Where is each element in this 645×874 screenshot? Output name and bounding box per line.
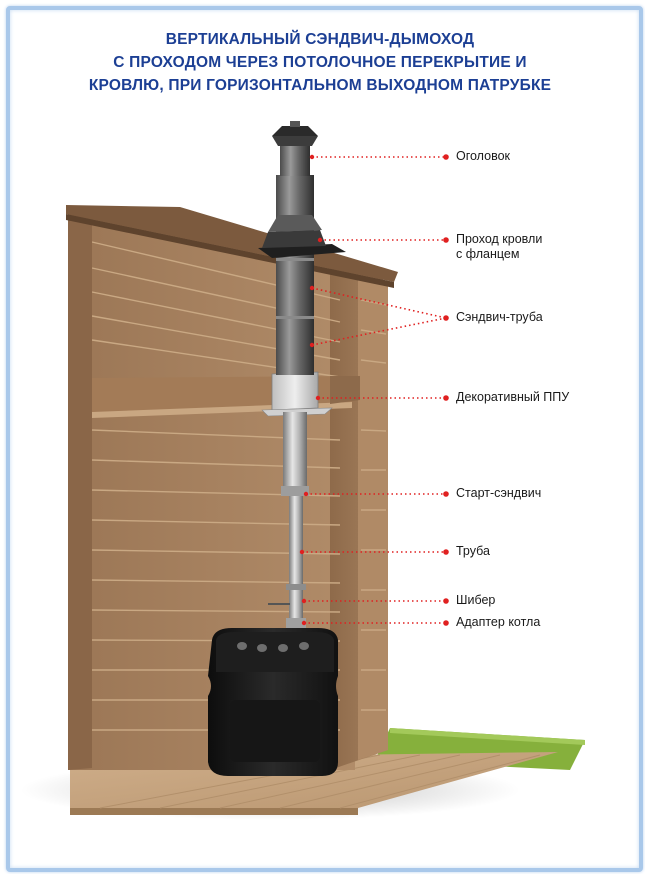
boiler-ports — [237, 642, 309, 652]
label-cap: Оголовок — [456, 149, 510, 163]
leader-dots — [299, 154, 449, 626]
start-sandwich — [283, 412, 307, 494]
sandwich-pipe-upper — [276, 175, 314, 375]
damper — [286, 584, 306, 590]
label-damper: Шибер — [456, 593, 496, 607]
title-line-2: С ПРОХОДОМ ЧЕРЕЗ ПОТОЛОЧНОЕ ПЕРЕКРЫТИЕ И — [113, 54, 527, 71]
title-line-1: ВЕРТИКАЛЬНЫЙ СЭНДВИЧ-ДЫМОХОД — [165, 31, 475, 48]
chimney-cap-hood — [272, 126, 318, 136]
label-roof-pass-line2: с фланцем — [456, 247, 520, 261]
label-boiler-adapter: Адаптер котла — [456, 615, 541, 629]
roof-slab — [66, 205, 398, 282]
label-pipe: Труба — [456, 544, 490, 558]
chimney-cap-pipe — [280, 142, 310, 176]
label-sandwich-pipe: Сэндвич-труба — [456, 310, 543, 324]
label-roof-pass-line1: Проход кровли — [456, 232, 543, 246]
boiler-adapter — [286, 618, 306, 628]
label-start-sandwich: Старт-сэндвич — [456, 486, 542, 500]
label-ceiling-unit: Декоративный ППУ — [456, 390, 570, 404]
ceiling-unit-box — [271, 371, 319, 411]
roof-flange — [258, 244, 346, 258]
leader-lines — [302, 156, 447, 624]
title-line-3: КРОВЛЮ, ПРИ ГОРИЗОНТАЛЬНОМ ВЫХОДНОМ ПАТР… — [88, 77, 552, 94]
diagram-title: ВЕРТИКАЛЬНЫЙ СЭНДВИЧ-ДЫМОХОД С ПРОХОДОМ … — [40, 28, 600, 97]
thin-pipe — [289, 496, 303, 620]
floor-boards — [99, 754, 541, 809]
